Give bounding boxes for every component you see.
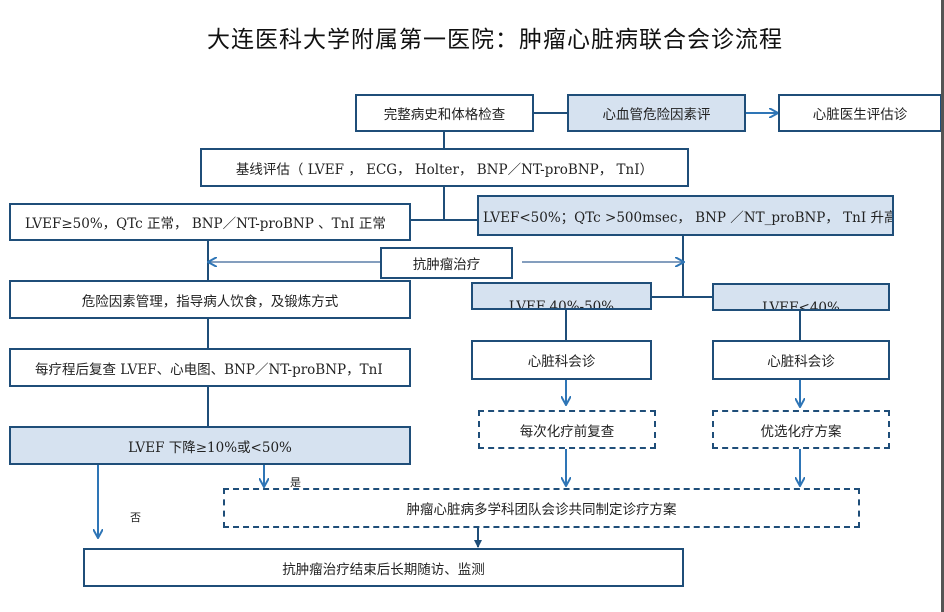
yes-label: 是: [290, 476, 301, 489]
lvef-decline-box: LVEF 下降≥10%或<50%: [9, 426, 411, 465]
cardio-consult-a-box: 心脏科会诊: [471, 340, 652, 380]
abnormal-findings-box: LVEF<50%；QTc >500msec， BNP ／NT_proBNP， T…: [477, 195, 894, 236]
lvef-40-50-box: LVEF 40%-50%: [471, 282, 652, 310]
normal-findings-box: LVEF≥50%，QTc 正常， BNP／NT-proBNP 、TnI 正常: [9, 203, 411, 241]
cardio-consult-b-box: 心脏科会诊: [712, 340, 890, 380]
mdt-consult-box: 肿瘤心脏病多学科团队会诊共同制定诊疗方案: [223, 488, 860, 528]
page-edge: [941, 0, 944, 612]
cv-risk-box: 心血管危险因素评: [567, 94, 746, 132]
anti-tumor-box: 抗肿瘤治疗: [380, 247, 513, 279]
long-term-followup-box: 抗肿瘤治疗结束后长期随访、监测: [83, 548, 684, 587]
cardio-eval-box: 心脏医生评估诊: [778, 94, 942, 132]
recheck-box: 每疗程后复查 LVEF、心电图、BNP／NT-proBNP，TnI: [9, 348, 411, 387]
baseline-eval-box: 基线评估（ LVEF ， ECG， Holter， BNP／NT-proBNP，…: [200, 148, 689, 187]
risk-management-box: 危险因素管理，指导病人饮食，及锻炼方式: [9, 280, 411, 319]
lvef-lt40-box: LVEF<40%: [712, 283, 890, 311]
preferred-regimen-box: 优选化疗方案: [712, 410, 890, 449]
page-title: 大连医科大学附属第一医院：肿瘤心脏病联合会诊流程: [207, 27, 783, 53]
pre-chemo-recheck-box: 每次化疗前复查: [478, 410, 656, 449]
no-label: 否: [130, 511, 141, 524]
history-exam-box: 完整病史和体格检查: [355, 94, 534, 132]
